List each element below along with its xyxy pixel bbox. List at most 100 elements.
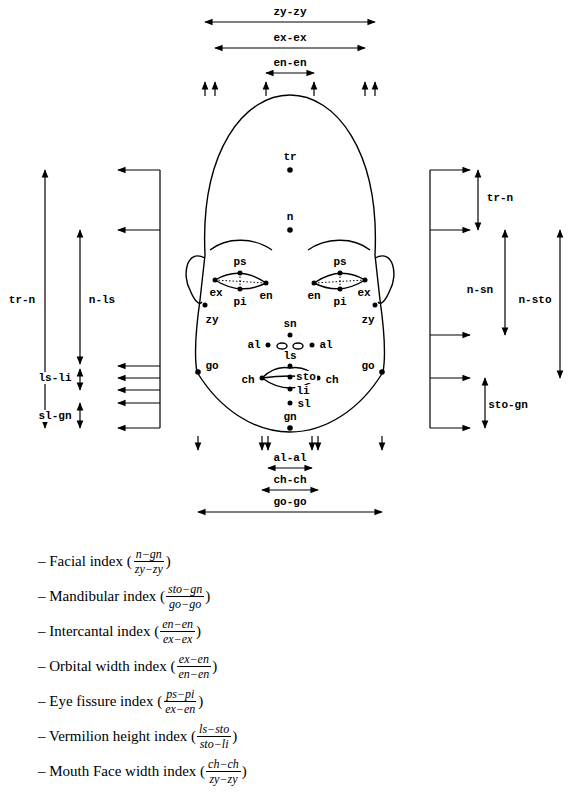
index-row: – Mouth Face width index (ch−chzy−zy) — [38, 755, 247, 787]
ear — [186, 256, 205, 303]
index-name: – Facial index ( — [38, 553, 132, 570]
landmark-label: al — [246, 339, 261, 351]
dimension-label: n-sto — [517, 294, 552, 306]
bracket-line — [429, 170, 430, 428]
landmark-dot — [203, 303, 208, 308]
level-arrow — [430, 427, 470, 428]
landmark-label: en — [258, 290, 273, 302]
dimension-label: ls-li — [37, 372, 72, 384]
landmark-dot — [287, 227, 293, 233]
fraction-denominator: zy−zy — [207, 772, 239, 786]
fraction-denominator: en−en — [176, 667, 211, 681]
dimension-arrow — [79, 403, 80, 428]
dimension-arrow — [205, 21, 375, 22]
head-outline — [195, 95, 384, 432]
bracket-line — [159, 170, 160, 428]
fraction-denominator: zy−zy — [133, 562, 165, 576]
tick-arrow — [267, 436, 268, 450]
nostril — [293, 343, 303, 349]
tick-arrow — [313, 82, 314, 96]
fraction-numerator: en−en — [160, 617, 195, 632]
fraction: en−enex−ex — [160, 617, 195, 646]
index-row: – Intercantal index (en−enex−ex) — [38, 615, 201, 647]
landmark-label: n — [286, 211, 295, 223]
level-arrow — [430, 169, 470, 170]
dimension-label: tr-n — [8, 294, 36, 306]
ear — [375, 256, 394, 303]
level-arrow — [118, 389, 160, 390]
index-row: – Eye fissure index (ps−piex−en) — [38, 685, 203, 717]
landmark-label: ps — [232, 256, 247, 268]
dimension-label: sto-gn — [487, 399, 529, 411]
dimension-label: ch-ch — [272, 474, 307, 486]
level-arrow — [430, 229, 470, 230]
landmark-label: pi — [332, 296, 347, 308]
fraction: sto−gngo−go — [166, 582, 204, 611]
landmark-label: en-en — [272, 57, 307, 69]
tick-arrow — [197, 436, 198, 450]
fraction-denominator: ex−en — [163, 702, 197, 716]
index-name: – Intercantal index ( — [38, 623, 159, 640]
landmark-dot — [238, 287, 243, 292]
landmark-dot — [379, 369, 385, 375]
landmark-dot — [266, 343, 271, 348]
fraction: ps−piex−en — [163, 687, 197, 716]
level-arrow — [118, 377, 160, 378]
dimension-label: sl-gn — [37, 410, 72, 422]
landmark-dot — [310, 343, 315, 348]
dimension-arrow — [559, 230, 560, 378]
tick-arrow — [214, 82, 215, 96]
fraction-numerator: n−gn — [134, 547, 164, 562]
dimension-label: al-al — [272, 452, 307, 464]
landmark-label: sl — [296, 398, 311, 410]
landmark-dot — [195, 369, 201, 375]
fraction-numerator: sto−gn — [166, 582, 204, 597]
dimension-arrow — [266, 72, 314, 73]
landmark-dot — [287, 167, 293, 173]
fraction: ch−chzy−zy — [206, 757, 241, 786]
eyebrow — [308, 240, 370, 250]
dimension-arrow — [79, 230, 80, 364]
index-name: – Eye fissure index ( — [38, 693, 162, 710]
landmark-dot — [288, 364, 293, 369]
fraction-denominator: ex−ex — [161, 632, 194, 646]
tick-arrow — [204, 82, 205, 96]
level-arrow — [118, 229, 160, 230]
fraction-numerator: ls−sto — [197, 722, 231, 737]
closing-parenthesis: ) — [212, 658, 217, 675]
fraction-denominator: go−go — [167, 597, 203, 611]
index-name: – Mandibular index ( — [38, 588, 165, 605]
landmark-dot — [288, 387, 293, 392]
dimension-lines — [45, 22, 560, 512]
landmark-dot — [213, 278, 218, 283]
landmark-label: en — [306, 290, 321, 302]
tick-arrow — [311, 436, 312, 450]
landmark-label: ex — [208, 287, 223, 299]
tick-arrow — [374, 82, 375, 96]
nostril — [277, 343, 287, 349]
landmark-label: zy-zy — [272, 6, 307, 18]
landmark-label: ch — [324, 374, 339, 386]
fraction: ex−enen−en — [176, 652, 211, 681]
landmark-dot — [288, 401, 293, 406]
tick-arrow — [265, 82, 266, 96]
dimension-arrow — [484, 378, 485, 428]
landmark-label: sto — [295, 371, 317, 383]
landmark-dot — [363, 278, 368, 283]
level-arrow — [118, 427, 160, 428]
landmark-label: ex-ex — [272, 32, 307, 44]
tick-arrow — [261, 436, 262, 450]
dimension-arrow — [79, 369, 80, 390]
index-row: – Facial index (n−gnzy−zy) — [38, 545, 171, 577]
landmark-label: pi — [232, 296, 247, 308]
fraction-denominator: sto−li — [198, 737, 231, 751]
index-row: – Mandibular index (sto−gngo−go) — [38, 580, 210, 612]
landmark-label: ls — [282, 350, 297, 362]
index-name: – Orbital width index ( — [38, 658, 175, 675]
index-name: – Mouth Face width index ( — [38, 763, 205, 780]
fraction-numerator: ex−en — [177, 652, 211, 667]
landmark-label: li — [295, 385, 310, 397]
landmark-label: zy — [204, 314, 219, 326]
closing-parenthesis: ) — [166, 553, 171, 570]
dimension-arrow — [198, 511, 382, 512]
